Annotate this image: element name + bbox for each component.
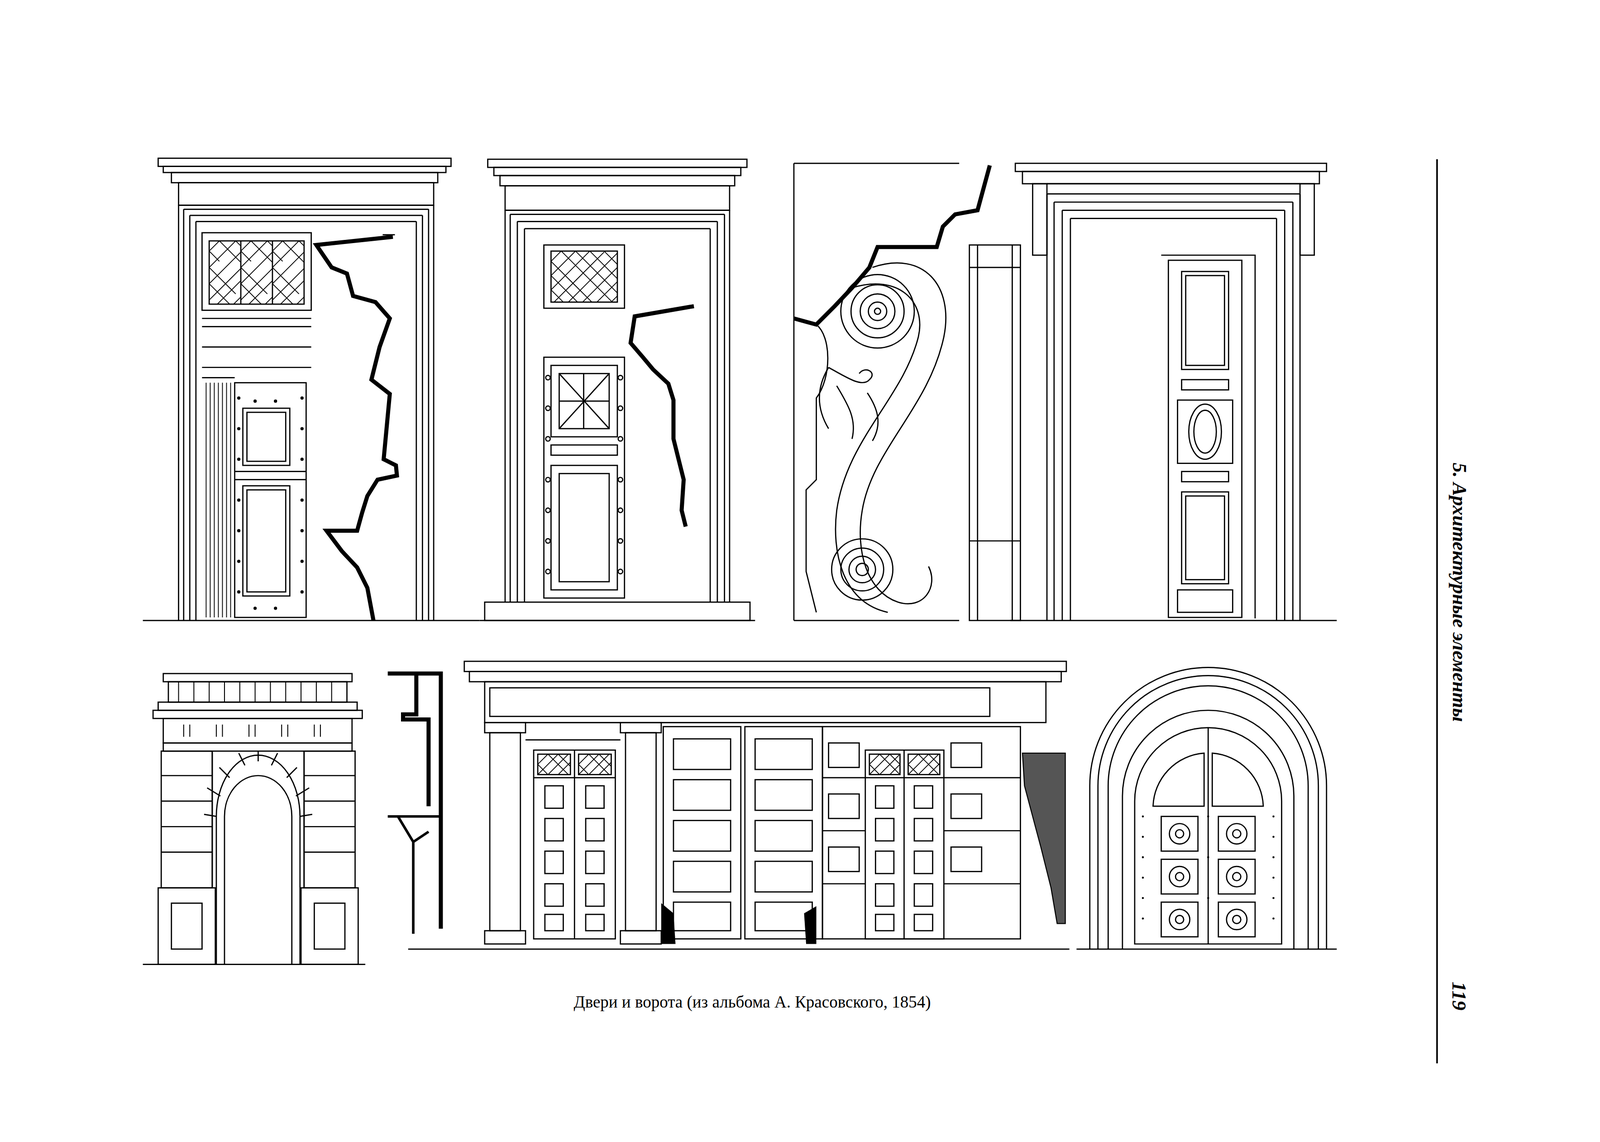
figure-caption: Двери и ворота (из альбома А. Красовског… [573,992,931,1012]
running-header: 5. Архитектурные элементы [1447,462,1472,722]
page-number: 119 [1447,981,1471,1011]
